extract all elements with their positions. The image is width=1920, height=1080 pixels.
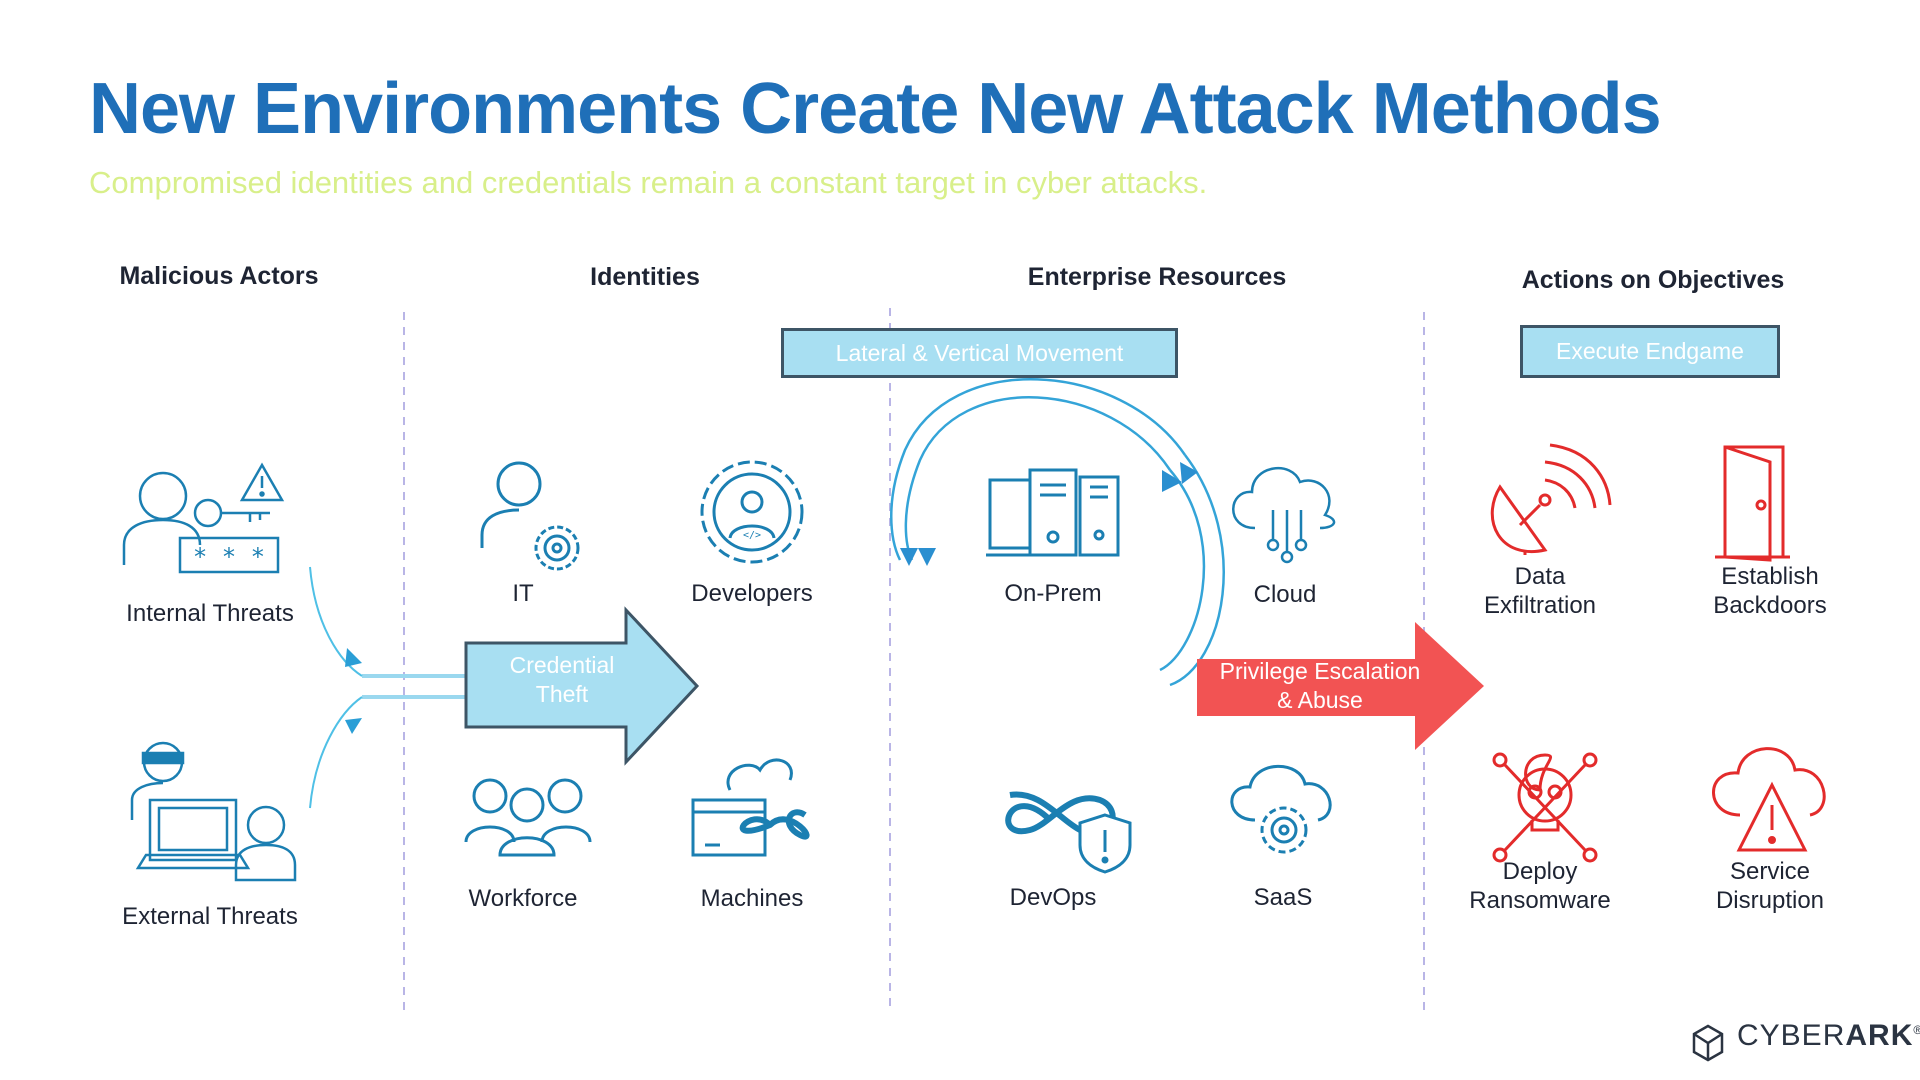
column-header-identities: Identities (590, 263, 700, 291)
main-flow-lines (362, 674, 1200, 699)
privilege-escalation-arrow (1197, 622, 1484, 750)
workforce-icon (464, 778, 592, 857)
page-subtitle: Compromised identities and credentials r… (89, 165, 1208, 200)
it-icon (480, 461, 580, 571)
column-header-actions-on-objectives: Actions on Objectives (1521, 266, 1785, 294)
data-exfiltration-icon (1490, 443, 1612, 555)
it-label: IT (512, 580, 534, 607)
credential-theft-arrow (464, 606, 700, 766)
actor-connectors (309, 566, 363, 809)
execute-endgame-tag: Execute Endgame (1520, 325, 1780, 378)
deploy-ransomware-icon (1492, 752, 1598, 863)
devops-label: DevOps (1009, 884, 1097, 911)
developers-label: Developers (691, 580, 813, 607)
on-prem-icon (986, 468, 1120, 557)
column-header-malicious-actors: Malicious Actors (119, 262, 319, 290)
lateral-arrowheads (900, 462, 1198, 566)
cloud-label: Cloud (1253, 581, 1317, 608)
devops-icon (1005, 791, 1132, 874)
external-threats-icon (130, 741, 297, 882)
cyberark-logo: CYBERARK® (1693, 1019, 1920, 1053)
credential-theft-label: Credential Theft (509, 652, 615, 707)
service-disruption-label: Service Disruption (1715, 858, 1825, 914)
machines-icon (691, 758, 810, 857)
page-title: New Environments Create New Attack Metho… (89, 69, 1662, 149)
column-header-enterprise-resources: Enterprise Resources (1027, 263, 1287, 291)
svg-text:</>: </> (743, 530, 761, 541)
lateral-movement-tag: Lateral & Vertical Movement (781, 328, 1178, 378)
internal-threats-label: Internal Threats (126, 600, 294, 627)
establish-backdoors-icon (1715, 445, 1790, 562)
cyberark-logo-mark (1692, 1024, 1724, 1062)
saas-label: SaaS (1253, 884, 1313, 911)
service-disruption-icon (1712, 747, 1826, 852)
on-prem-label: On-Prem (1004, 580, 1102, 607)
deploy-ransomware-label: Deploy Ransomware (1469, 858, 1611, 914)
saas-icon (1230, 764, 1332, 854)
logo-wordmark: CYBERARK® (1737, 1019, 1920, 1052)
developers-icon: </> (700, 460, 804, 564)
machines-label: Machines (700, 885, 804, 912)
internal-threats-icon: * * * (122, 462, 285, 574)
establish-backdoors-label: Establish Backdoors (1713, 563, 1827, 619)
privilege-escalation-label: Privilege Escalation & Abuse (1219, 658, 1421, 713)
lateral-movement-loop (890, 378, 1225, 687)
cloud-icon (1232, 466, 1336, 564)
external-threats-label: External Threats (122, 903, 298, 930)
workforce-label: Workforce (468, 885, 578, 912)
svg-text:* * *: * * * (193, 543, 265, 571)
data-exfiltration-label: Data Exfiltration (1483, 563, 1597, 619)
